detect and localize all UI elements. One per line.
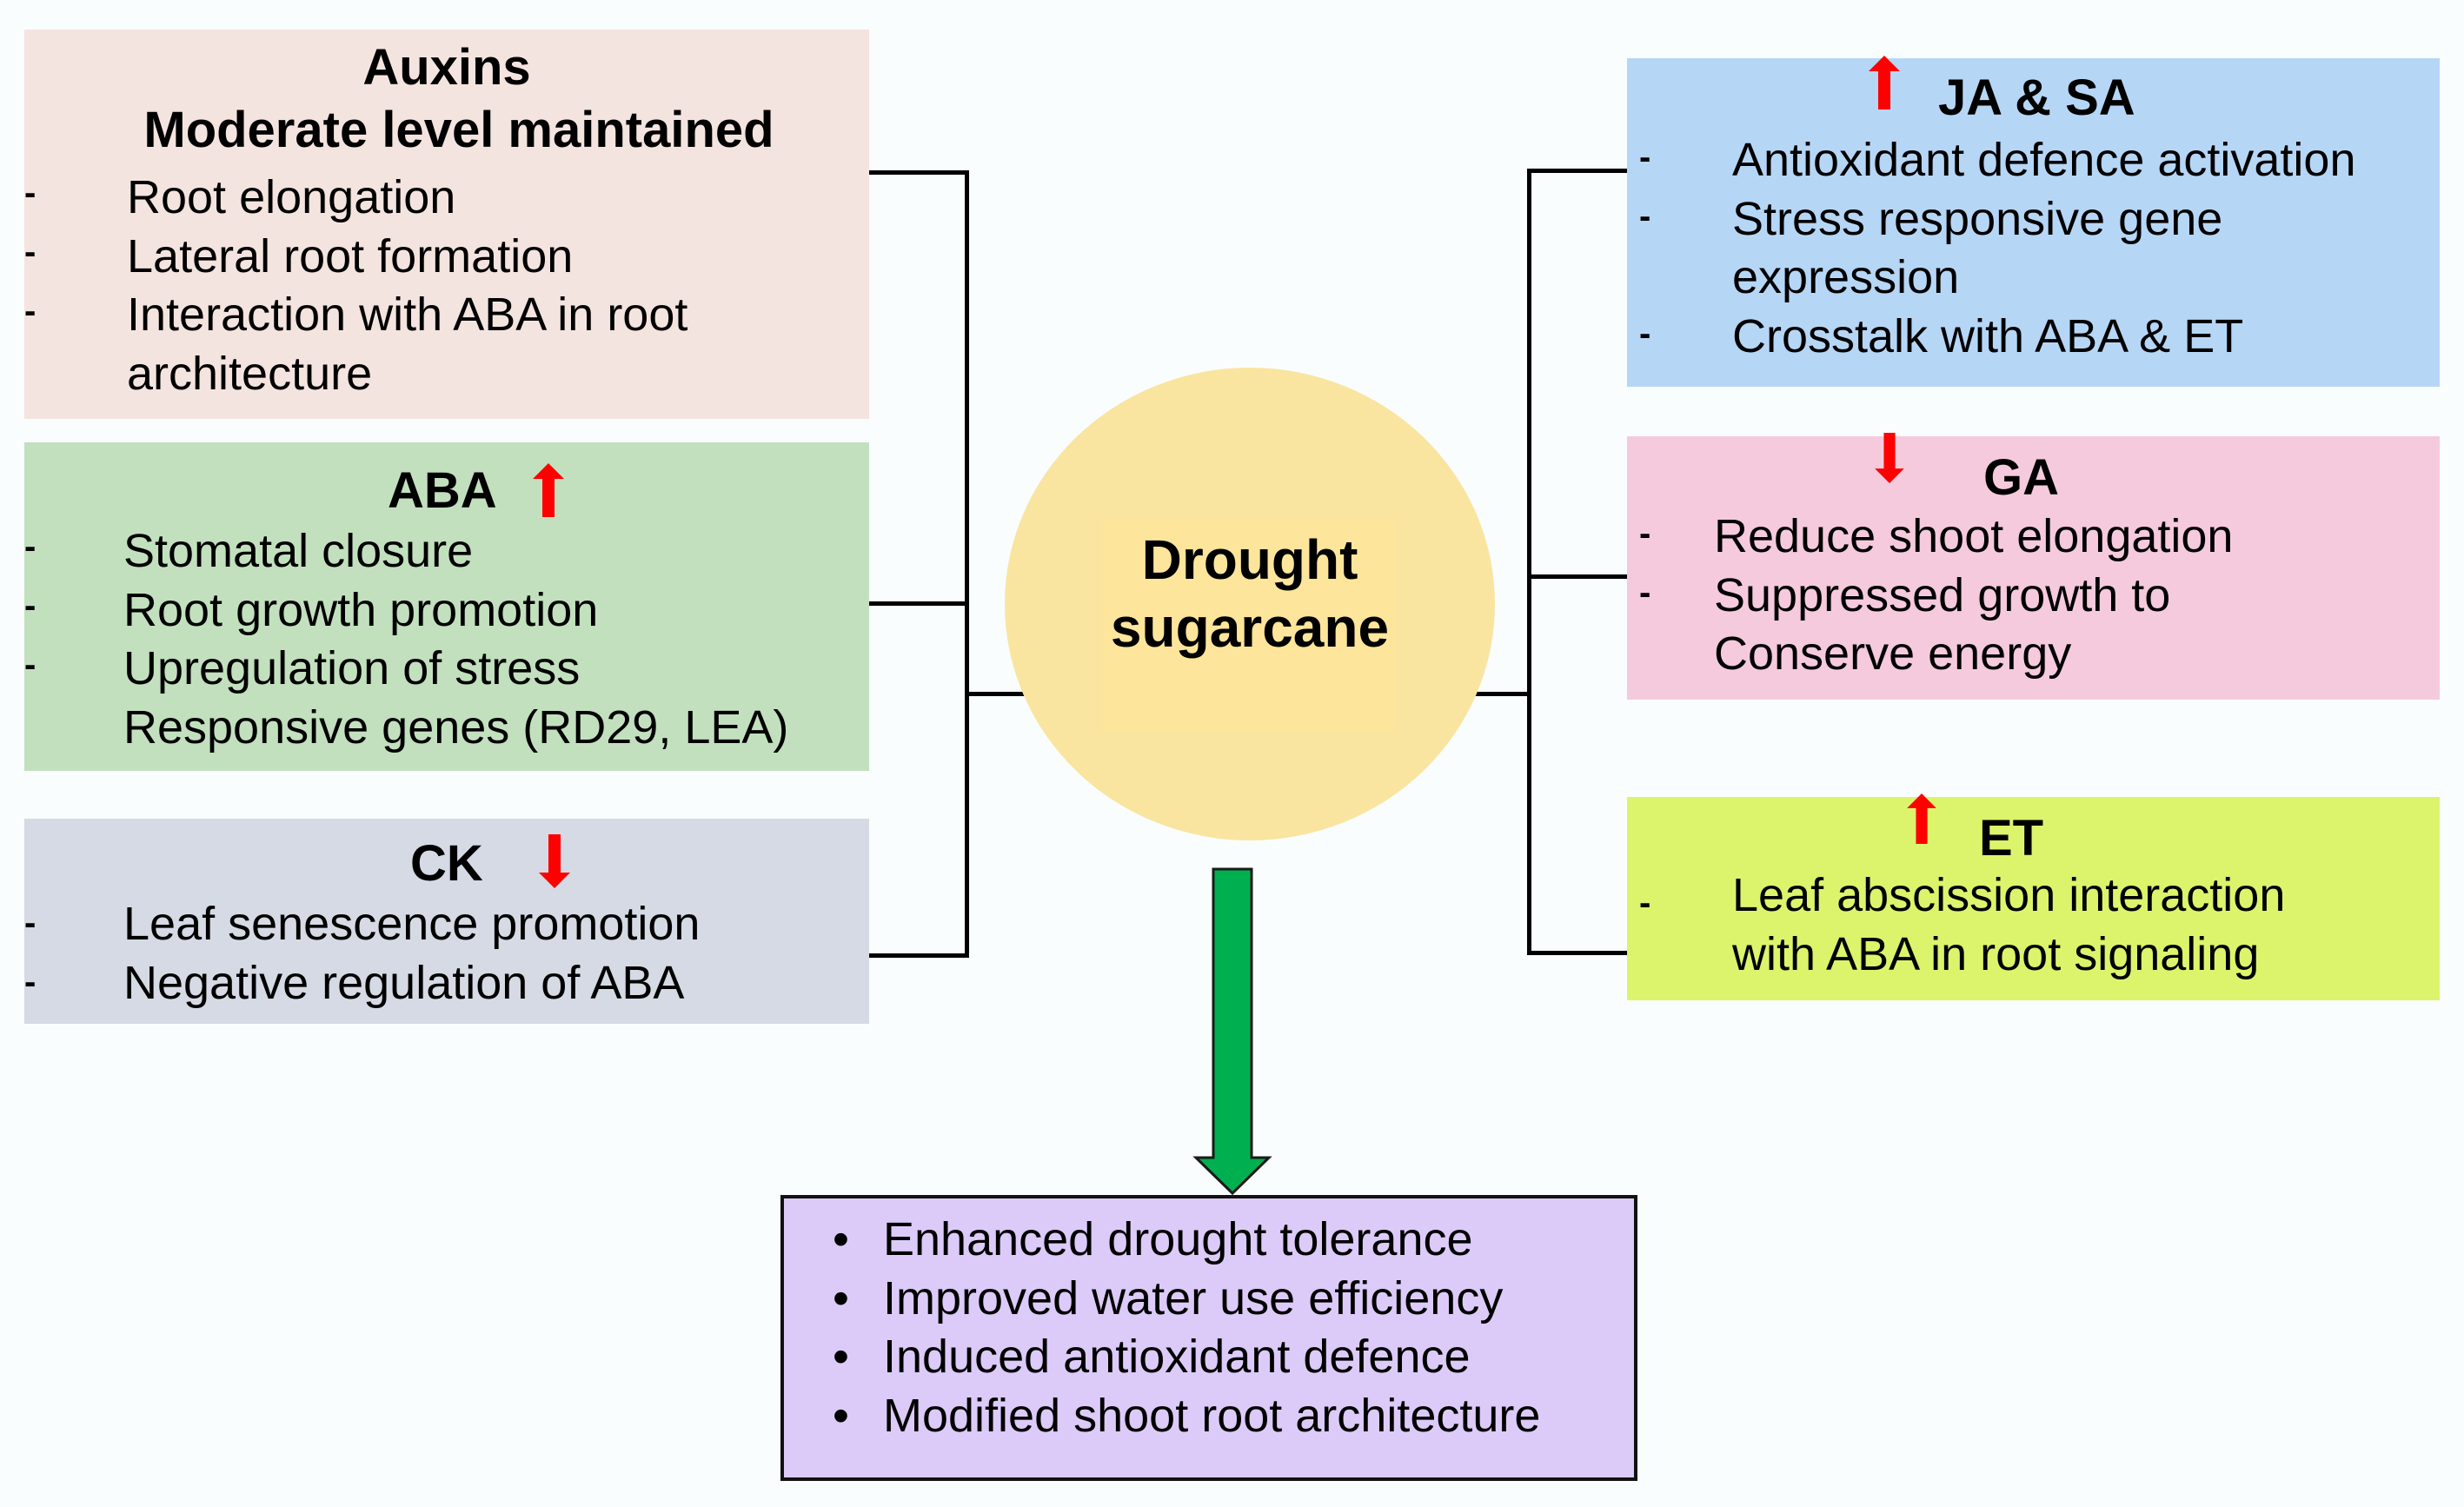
hormone-title-aba: ABA (388, 462, 497, 519)
dash-bullet: - (24, 174, 37, 212)
hormone-effects-ck: Leaf senescence promotion Negative regul… (123, 895, 700, 1012)
hormone-title-auxins: Auxins (362, 39, 531, 96)
trend-up-icon (533, 463, 564, 517)
center-label-line1: Drought (1141, 528, 1358, 591)
hormone-box-aba: ABA - - - Stomatal closure Root growth p… (24, 442, 869, 771)
effect-item: expression (1732, 251, 1960, 303)
outcome-item: • Improved water use efficiency (833, 1270, 1540, 1329)
effect-item: Crosstalk with ABA & ET (1732, 309, 2244, 362)
dash-bullet: - (24, 292, 37, 330)
effect-item: Stress responsive gene (1732, 192, 2223, 245)
effect-item: Lateral root formation (127, 229, 574, 282)
outcome-list: • Enhanced drought tolerance • Improved wa… (833, 1211, 1541, 1446)
dash-bullet: - (1639, 884, 1651, 922)
hormone-title-ga: GA (1983, 449, 2059, 506)
outcome-item-text: Enhanced drought tolerance (883, 1213, 1473, 1265)
left-bracket-vertical (965, 170, 969, 958)
trend-down-icon (1875, 433, 1904, 483)
hormone-effects-auxins: Root elongation Lateral root formation I… (127, 169, 687, 403)
left-connector-ck (869, 953, 969, 958)
bullet-dot: • (833, 1389, 849, 1442)
right-bracket-vertical (1527, 169, 1531, 955)
hormone-effects-aba: Stomatal closure Root growth promotion U… (123, 522, 788, 757)
trend-up-icon (1869, 56, 1900, 110)
effect-item: Responsive genes (RD29, LEA) (123, 700, 789, 754)
dash-bullet: - (1639, 515, 1651, 553)
center-node-label: Drought sugarcane (1026, 526, 1474, 661)
effect-item: Leaf senescence promotion (123, 898, 701, 950)
effect-item: architecture (127, 347, 373, 400)
effect-item: Leaf abscission interaction (1732, 869, 2286, 921)
dash-bullet: - (1639, 138, 1651, 176)
dash-bullet: - (24, 233, 37, 271)
hormone-box-ga: GA - - Reduce shoot elongation Suppresse… (1627, 433, 2440, 700)
hormone-subtitle-auxins: Moderate level maintained (143, 102, 774, 158)
left-connector-auxins (869, 170, 969, 175)
hormone-effects-jasa: Antioxidant defence activation Stress re… (1732, 131, 2355, 366)
dash-bullet: - (1639, 315, 1651, 353)
hormone-effects-et: Leaf abscission interaction with ABA in … (1732, 866, 2285, 984)
effect-item: Conserve energy (1714, 627, 2072, 680)
bullet-dot: • (833, 1331, 849, 1383)
outcome-item-text: Improved water use efficiency (883, 1271, 1504, 1324)
left-connector-center (965, 692, 1026, 696)
right-connector-et (1527, 951, 1627, 955)
dash-bullet: - (24, 646, 37, 684)
outcome-box: • Enhanced drought tolerance • Improved wa… (780, 1195, 1637, 1481)
left-connector-aba (869, 601, 969, 606)
center-node-highlight (1102, 520, 1396, 732)
hormone-effects-ga: Reduce shoot elongation Suppressed growt… (1714, 508, 2233, 684)
hormone-box-auxins: Auxins Moderate level maintained - - - R… (24, 30, 869, 419)
dash-bullet: - (24, 528, 37, 566)
center-label-line2: sugarcane (1110, 596, 1390, 659)
dash-bullet: - (24, 904, 37, 942)
outcome-item: • Modified shoot root architecture (833, 1387, 1541, 1446)
effect-item: Interaction with ABA in root (127, 289, 688, 341)
hormone-box-jasa: JA & SA - - - Antioxidant defence activa… (1627, 56, 2440, 387)
effect-item: Reduce shoot elongation (1714, 510, 2234, 562)
right-connector-ga (1527, 574, 1627, 579)
effect-item: Root growth promotion (123, 583, 599, 636)
effect-item: Suppressed growth to (1714, 568, 2171, 621)
bullet-dot: • (833, 1213, 849, 1265)
hormone-box-ck: CK - - Leaf senescence promotion Negativ… (24, 819, 869, 1024)
bullet-dot: • (833, 1271, 849, 1324)
outcome-item-text: Induced antioxidant defence (883, 1331, 1471, 1383)
right-connector-center (1472, 692, 1531, 696)
dash-bullet: - (24, 963, 37, 1001)
hormone-title-jasa: JA & SA (1938, 70, 2135, 126)
flow-arrow-down-icon (1192, 867, 1272, 1196)
effect-item: Antioxidant defence activation (1732, 134, 2356, 186)
effect-item: Negative regulation of ABA (123, 956, 685, 1009)
dash-bullet: - (1639, 197, 1651, 236)
effect-item: Root elongation (127, 171, 456, 223)
effect-item: Stomatal closure (123, 525, 474, 577)
effect-item: Upregulation of stress (123, 642, 581, 694)
outcome-item: • Induced antioxidant defence (833, 1328, 1540, 1387)
hormone-title-et: ET (1979, 810, 2044, 866)
trend-up-icon (1907, 793, 1936, 844)
outcome-item: • Enhanced drought tolerance (833, 1211, 1540, 1270)
hormone-box-et: ET - Leaf abscission interaction with AB… (1627, 793, 2440, 1000)
outcome-item-text: Modified shoot root architecture (883, 1389, 1541, 1442)
dash-bullet: - (24, 587, 37, 625)
dash-bullet: - (1639, 574, 1651, 612)
trend-down-icon (539, 834, 570, 888)
hormone-title-ck: CK (410, 835, 483, 892)
right-connector-jasa (1527, 169, 1627, 173)
effect-item: with ABA in root signaling (1732, 927, 2260, 980)
